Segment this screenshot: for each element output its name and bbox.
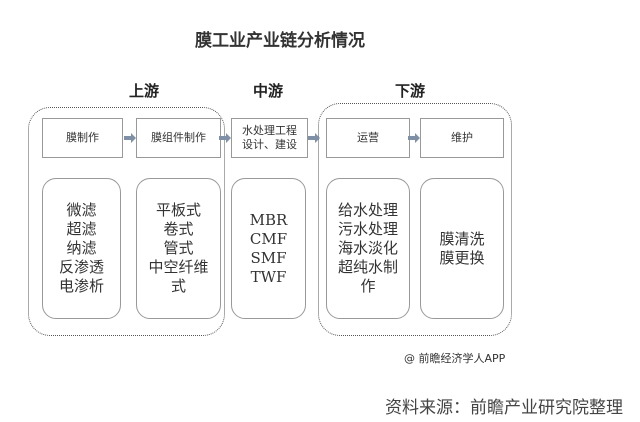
detail-item: 膜清洗 [439,229,485,248]
stage-upstream: 上游 [128,82,159,100]
upstream-group [28,107,225,336]
stage-downstream: 下游 [394,82,425,100]
detail-item: 超纯水制作 [337,258,398,295]
detail-item: TWF [250,267,287,286]
detail-applications: 给水处理污水处理海水淡化超纯水制作 [326,178,410,319]
detail-item: 平板式 [155,201,201,219]
step-module-making: 膜组件制作 [136,118,221,158]
detail-item: 纳滤 [66,239,97,257]
detail-membrane-types: 微滤超滤纳滤反渗透电渗析 [42,178,121,319]
detail-item: 污水处理 [337,220,398,238]
arrow-right-icon [408,133,420,143]
detail-item: 微滤 [66,201,97,219]
detail-item: 管式 [163,239,194,257]
detail-item: 电渗析 [58,277,104,295]
downstream-group [318,103,512,336]
detail-item: 给水处理 [337,201,398,219]
arrow-right-icon [219,133,231,143]
stage-midstream: 中游 [252,82,283,100]
detail-item: 超滤 [66,220,97,238]
step-engineering: 水处理工程设计、建设 [231,118,308,158]
arrow-right-icon [124,133,136,143]
detail-maintenance: 膜清洗膜更换 [420,178,504,319]
detail-item: MBR [249,210,288,229]
detail-item: 卷式 [163,220,194,238]
detail-item: 膜更换 [439,248,485,267]
detail-item: 海水淡化 [337,239,398,257]
watermark: @ 前瞻经济学人APP [404,352,506,365]
detail-item: 中空纤维式 [148,258,209,295]
detail-item: SMF [250,248,287,267]
source-note: 资料来源：前瞻产业研究院整理 [385,398,623,418]
detail-item: CMF [249,229,288,248]
step-maintenance: 维护 [420,118,504,158]
step-membrane-making: 膜制作 [42,118,123,158]
step-operation: 运营 [326,118,410,158]
detail-module-types: 平板式卷式管式中空纤维式 [136,178,221,319]
detail-item: 反渗透 [58,258,104,276]
arrow-right-icon [308,133,320,143]
diagram-title: 膜工业产业链分析情况 [195,31,365,51]
